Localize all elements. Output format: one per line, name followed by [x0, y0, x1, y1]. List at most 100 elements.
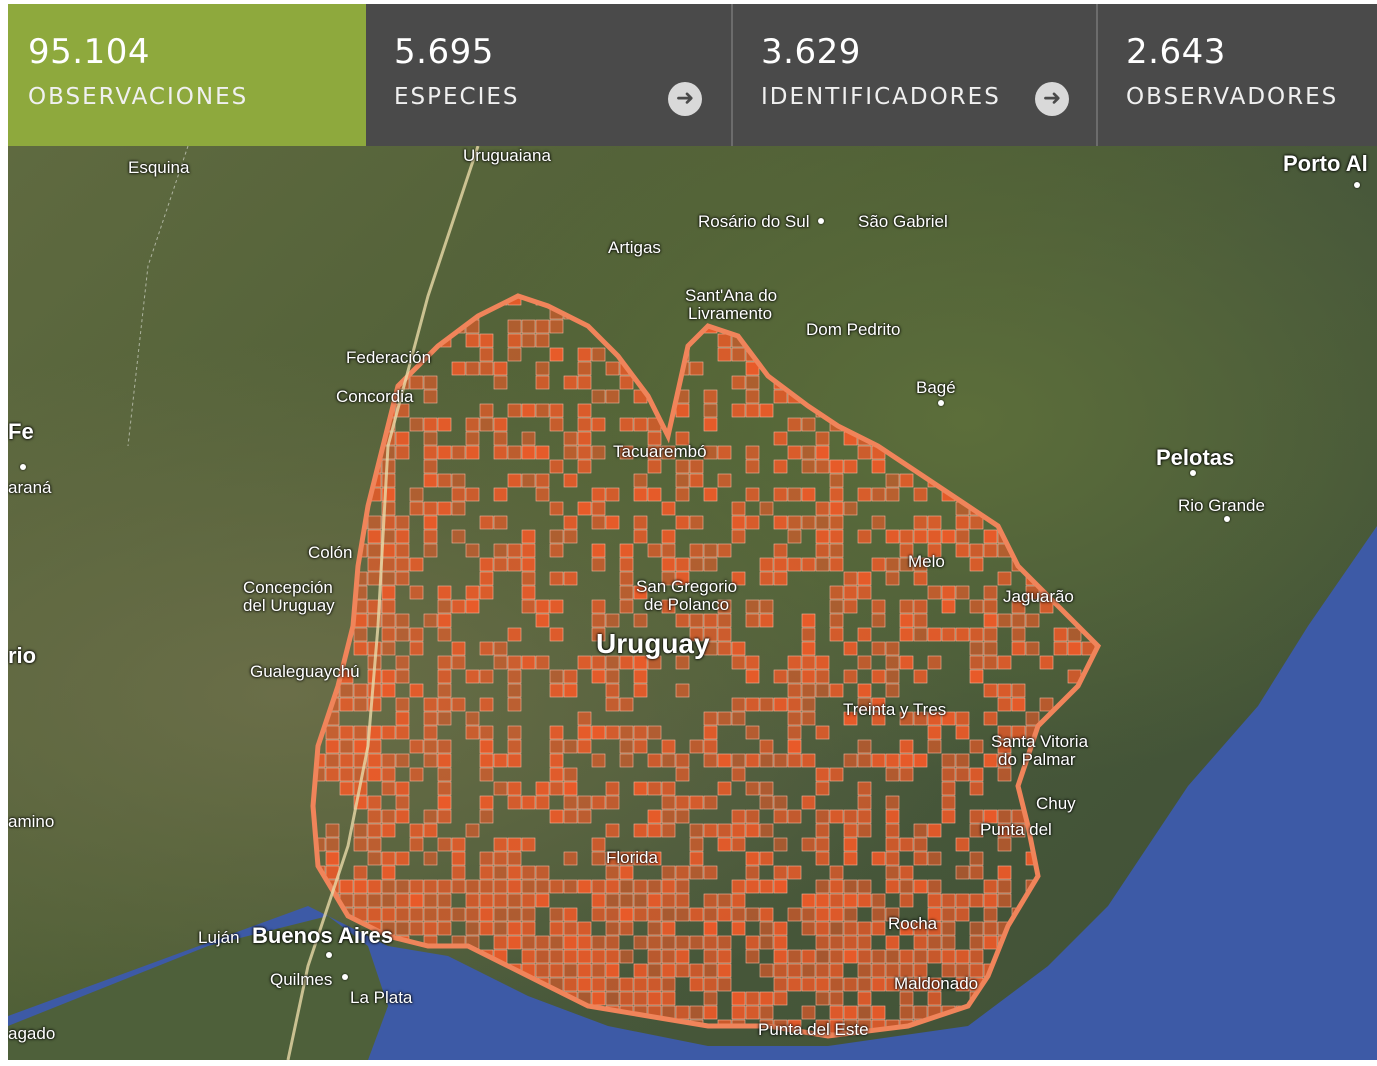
observation-cell[interactable] — [997, 809, 1012, 824]
observation-cell[interactable] — [941, 319, 956, 334]
observation-cell[interactable] — [801, 613, 816, 628]
observation-cell[interactable] — [353, 445, 368, 460]
observation-cell[interactable] — [605, 823, 620, 838]
observation-cell[interactable] — [689, 613, 704, 628]
observation-cell[interactable] — [899, 627, 914, 642]
observation-cell[interactable] — [843, 403, 858, 418]
observation-cell[interactable] — [452, 166, 465, 179]
observation-cell[interactable] — [353, 865, 368, 880]
observation-cell[interactable] — [396, 208, 409, 221]
observation-cell[interactable] — [368, 180, 381, 193]
observation-cell[interactable] — [494, 236, 507, 249]
observation-cell[interactable] — [955, 529, 970, 544]
observation-cell[interactable] — [326, 222, 339, 235]
observation-cell[interactable] — [423, 459, 438, 474]
observation-cell[interactable] — [885, 851, 900, 866]
observation-cell[interactable] — [1081, 431, 1096, 446]
observation-cell[interactable] — [801, 949, 816, 964]
observation-cell[interactable] — [871, 907, 886, 922]
observation-cell[interactable] — [438, 208, 451, 221]
observation-cell[interactable] — [563, 921, 578, 936]
observation-cell[interactable] — [1067, 305, 1082, 320]
observation-cell[interactable] — [522, 222, 535, 235]
observation-cell[interactable] — [592, 166, 605, 179]
observation-cell[interactable] — [298, 236, 311, 249]
observation-cell[interactable] — [942, 278, 955, 291]
observation-cell[interactable] — [745, 865, 760, 880]
observation-cell[interactable] — [423, 473, 438, 488]
observation-cell[interactable] — [983, 655, 998, 670]
observation-cell[interactable] — [927, 627, 942, 642]
observation-cell[interactable] — [423, 319, 438, 334]
observation-cell[interactable] — [479, 403, 494, 418]
observation-cell[interactable] — [382, 250, 395, 263]
observation-cell[interactable] — [801, 417, 816, 432]
observation-cell[interactable] — [815, 459, 830, 474]
observation-cell[interactable] — [312, 389, 326, 404]
observation-cell[interactable] — [927, 529, 942, 544]
observation-cell[interactable] — [298, 502, 311, 515]
observation-cell[interactable] — [326, 208, 339, 221]
observation-cell[interactable] — [494, 194, 507, 207]
observation-cell[interactable] — [759, 991, 774, 1006]
observation-cell[interactable] — [466, 222, 479, 235]
observation-cell[interactable] — [1067, 697, 1082, 712]
observation-cell[interactable] — [801, 711, 816, 726]
observation-cell[interactable] — [857, 935, 872, 950]
observation-cell[interactable] — [1011, 599, 1026, 614]
observation-cell[interactable] — [451, 697, 466, 712]
observation-cell[interactable] — [717, 935, 732, 950]
observation-cell[interactable] — [493, 865, 508, 880]
observation-cell[interactable] — [1067, 361, 1082, 376]
observation-cell[interactable] — [829, 921, 844, 936]
observation-cell[interactable] — [563, 473, 578, 488]
observation-cell[interactable] — [521, 571, 536, 586]
observation-cell[interactable] — [577, 963, 592, 978]
observation-cell[interactable] — [634, 222, 647, 235]
observation-cell[interactable] — [773, 669, 788, 684]
observation-cell[interactable] — [647, 445, 662, 460]
observation-cell[interactable] — [1082, 250, 1095, 263]
observation-cell[interactable] — [913, 753, 928, 768]
observation-cell[interactable] — [479, 515, 494, 530]
observation-cell[interactable] — [689, 865, 704, 880]
observation-cell[interactable] — [396, 236, 409, 249]
observation-cell[interactable] — [521, 795, 536, 810]
observation-cell[interactable] — [801, 697, 816, 712]
observation-cell[interactable] — [507, 543, 522, 558]
observation-cell[interactable] — [815, 781, 830, 796]
observation-cell[interactable] — [787, 711, 802, 726]
observation-cell[interactable] — [381, 683, 396, 698]
observation-cell[interactable] — [522, 236, 535, 249]
observation-cell[interactable] — [717, 627, 732, 642]
observation-cell[interactable] — [704, 194, 717, 207]
observation-cell[interactable] — [577, 403, 592, 418]
observation-cell[interactable] — [871, 557, 886, 572]
observation-cell[interactable] — [353, 627, 368, 642]
observation-cell[interactable] — [1095, 711, 1109, 726]
observation-cell[interactable] — [549, 739, 564, 754]
observation-cell[interactable] — [718, 236, 731, 249]
observation-cell[interactable] — [563, 683, 578, 698]
observation-cell[interactable] — [969, 767, 984, 782]
observation-cell[interactable] — [480, 236, 493, 249]
observation-cell[interactable] — [465, 907, 480, 922]
observation-cell[interactable] — [648, 222, 661, 235]
observation-cell[interactable] — [423, 515, 438, 530]
observation-cell[interactable] — [521, 921, 536, 936]
observation-cell[interactable] — [941, 347, 956, 362]
observation-cell[interactable] — [675, 613, 690, 628]
observation-cell[interactable] — [535, 781, 550, 796]
observation-cell[interactable] — [927, 431, 942, 446]
observation-cell[interactable] — [1081, 781, 1096, 796]
observation-cell[interactable] — [885, 837, 900, 852]
observation-cell[interactable] — [1039, 347, 1054, 362]
observation-cell[interactable] — [633, 683, 648, 698]
observation-cell[interactable] — [885, 683, 900, 698]
observation-cell[interactable] — [997, 697, 1012, 712]
observation-cell[interactable] — [437, 767, 452, 782]
observation-cell[interactable] — [339, 767, 354, 782]
observation-cell[interactable] — [1025, 641, 1040, 656]
observation-cell[interactable] — [899, 963, 914, 978]
observation-cell[interactable] — [913, 529, 928, 544]
